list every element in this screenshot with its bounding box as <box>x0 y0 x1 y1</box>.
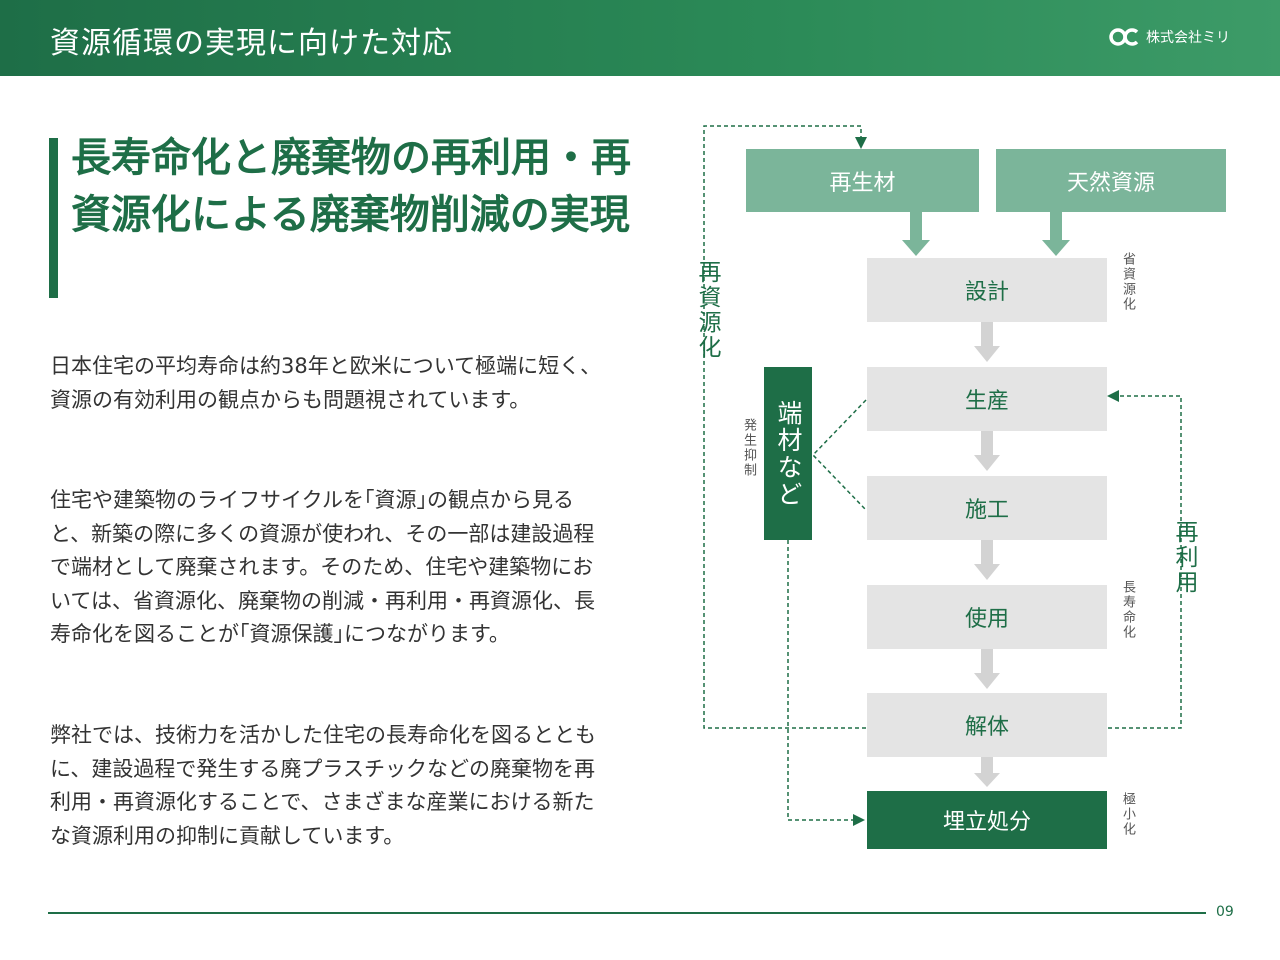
label-long-life: 長寿命化 <box>1120 580 1135 640</box>
section-title: 長寿命化と廃棄物の再利用・再資源化による廃棄物削減の実現 <box>71 135 631 238</box>
paragraph-2: 住宅や建築物のライフサイクルを｢資源｣の観点から見ると、新築の際に多くの資源が使… <box>50 488 595 646</box>
source-natural-resources: 天然資源 <box>996 149 1226 212</box>
page-number: 09 <box>1216 904 1234 920</box>
label-recycle-resource: 再資源化 <box>694 260 720 360</box>
step-landfill: 埋立処分 <box>867 791 1107 849</box>
step-construction: 施工 <box>867 476 1107 540</box>
company-logo-icon <box>1109 28 1139 46</box>
company-logo: 株式会社ミリ <box>1108 27 1230 47</box>
step-production: 生産 <box>867 367 1107 431</box>
title-accent-bar <box>49 138 58 298</box>
label-save-resource: 省資源化 <box>1120 252 1135 312</box>
footer-line <box>48 912 1206 914</box>
label-suppress: 発生抑制 <box>741 418 756 478</box>
step-design: 設計 <box>867 258 1107 322</box>
company-name: 株式会社ミリ <box>1146 30 1230 46</box>
label-reuse: 再利用 <box>1171 520 1197 595</box>
paragraph-1: 日本住宅の平均寿命は約38年と欧米について極端に短く、資源の有効利用の観点からも… <box>50 354 602 412</box>
source-recycled-material: 再生材 <box>746 149 979 212</box>
step-demolition: 解体 <box>867 693 1107 757</box>
paragraph-3: 弊社では、技術力を活かした住宅の長寿命化を図るとともに、建設過程で発生する廃プラ… <box>50 723 596 848</box>
step-use: 使用 <box>867 585 1107 649</box>
header-bar: 資源循環の実現に向けた対応 株式会社ミリ <box>0 0 1280 76</box>
label-minimize: 極小化 <box>1120 792 1135 837</box>
header-title: 資源循環の実現に向けた対応 <box>50 26 453 61</box>
scrap-box: 端材など <box>764 367 812 540</box>
